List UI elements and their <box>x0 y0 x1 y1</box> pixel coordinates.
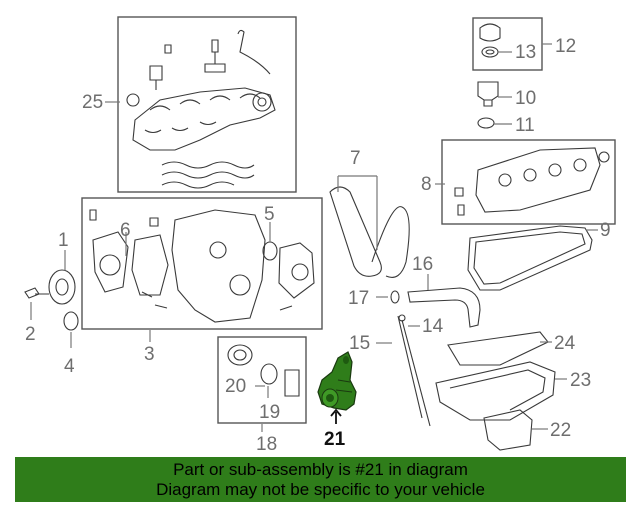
callout-23[interactable]: 23 <box>570 370 591 391</box>
callout-15[interactable]: 15 <box>349 333 370 354</box>
oil-tube-part[interactable] <box>407 287 481 328</box>
lower-oil-pan-part[interactable] <box>483 409 533 451</box>
gasket-ring-part[interactable] <box>477 117 495 129</box>
exploded-parts-diagram: 25 13 12 10 11 8 9 <box>24 16 616 455</box>
dipstick-guide-part[interactable] <box>398 314 431 427</box>
callout-6[interactable]: 6 <box>120 220 131 241</box>
callout-21[interactable]: 21 <box>324 429 346 450</box>
baffle-plate-part[interactable] <box>447 331 549 366</box>
callout-24[interactable]: 24 <box>554 333 576 354</box>
timing-cover-box <box>81 197 323 330</box>
callout-4[interactable]: 4 <box>64 356 75 377</box>
callout-14[interactable]: 14 <box>422 316 444 337</box>
intake-manifold-part[interactable] <box>126 29 276 189</box>
callout-9[interactable]: 9 <box>600 220 611 241</box>
oil-filler-neck-part[interactable] <box>477 81 499 107</box>
oil-filler-cap-part[interactable] <box>479 23 501 58</box>
banner-line-1: Part or sub-assembly is #21 in diagram <box>173 459 468 479</box>
crank-bolt-part[interactable] <box>24 287 49 299</box>
o-ring-part[interactable] <box>390 290 400 304</box>
callout-2[interactable]: 2 <box>25 324 36 345</box>
callout-25[interactable]: 25 <box>82 92 103 113</box>
timing-chain-part[interactable] <box>329 186 410 278</box>
callout-11[interactable]: 11 <box>515 115 535 136</box>
banner-line-2: Diagram may not be specific to your vehi… <box>156 479 485 499</box>
callout-18[interactable]: 18 <box>256 434 277 455</box>
callout-10[interactable]: 10 <box>515 88 536 109</box>
valve-cover-box <box>441 139 616 225</box>
callout-3[interactable]: 3 <box>144 344 155 365</box>
oil-filter-box <box>217 336 307 424</box>
intake-manifold-box <box>117 16 297 193</box>
part-info-banner: Part or sub-assembly is #21 in diagram D… <box>15 457 626 502</box>
dipstick-part[interactable] <box>397 315 423 419</box>
timing-cover-part[interactable] <box>89 209 315 323</box>
callout-8[interactable]: 8 <box>421 174 432 195</box>
callout-7[interactable]: 7 <box>350 148 361 169</box>
callout-12[interactable]: 12 <box>555 36 576 57</box>
highlighted-part-21[interactable] <box>317 351 357 411</box>
crank-seal-part[interactable] <box>63 311 79 331</box>
callout-19[interactable]: 19 <box>259 402 280 423</box>
crank-pulley-part[interactable] <box>48 269 76 305</box>
callout-1[interactable]: 1 <box>58 230 69 251</box>
callout-17[interactable]: 17 <box>348 288 369 309</box>
callout-16[interactable]: 16 <box>412 254 433 275</box>
callout-13[interactable]: 13 <box>515 42 536 63</box>
callout-5[interactable]: 5 <box>264 204 275 225</box>
valve-cover-part[interactable] <box>454 147 610 216</box>
oil-filter-housing-part[interactable] <box>227 344 300 397</box>
oil-pan-part[interactable] <box>435 361 556 421</box>
valve-cover-gasket-part[interactable] <box>467 225 593 291</box>
callout-20[interactable]: 20 <box>225 376 246 397</box>
callout-22[interactable]: 22 <box>550 420 571 441</box>
